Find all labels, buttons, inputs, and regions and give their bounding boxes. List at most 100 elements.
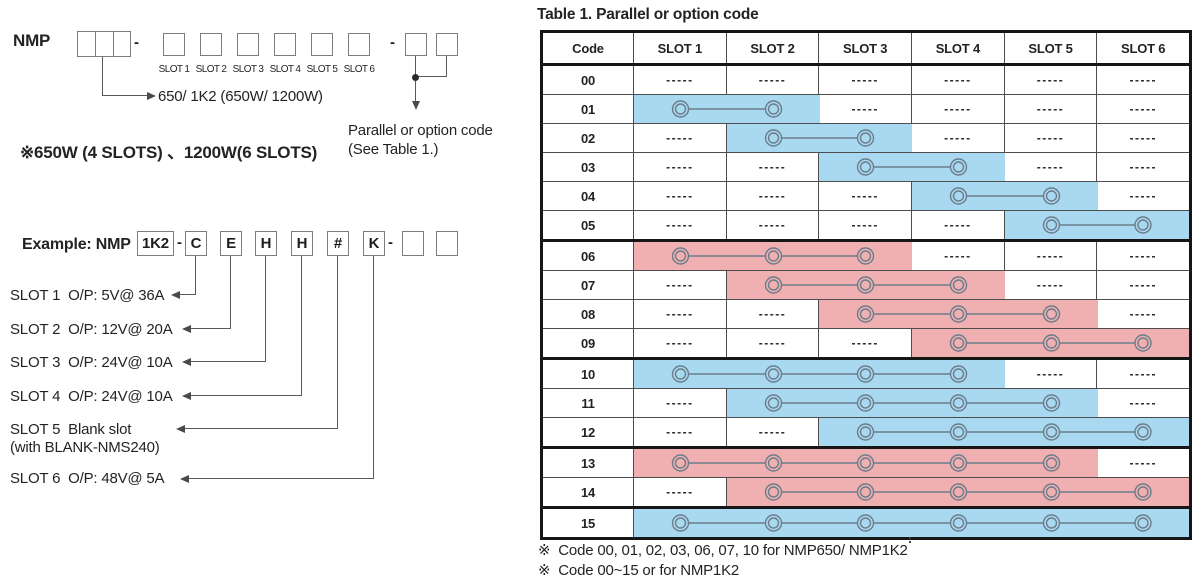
spec-line-1: [180, 294, 196, 295]
parallel-connector-icon: [949, 334, 1152, 352]
slot1-spec: SLOT 1 O/P: 5V@ 36A: [10, 287, 165, 304]
parallel-connector-icon: [856, 305, 1061, 323]
parallel-connector-icon: [671, 247, 875, 265]
example-option-box-2: [436, 231, 458, 256]
slot-cell: -----: [1005, 242, 1098, 270]
arrowhead-left-icon: [176, 425, 185, 433]
header-slot6: SLOT 6: [1121, 40, 1166, 56]
code-cell: 12: [543, 418, 634, 446]
parallel-connector-icon: [949, 187, 1061, 205]
spec-line-4: [191, 395, 302, 396]
spec-line-2: [230, 256, 231, 329]
slot-cell: -----: [634, 329, 727, 357]
slot6-box: [348, 33, 370, 56]
slot-cell: -----: [1005, 124, 1098, 152]
slot3-box: [237, 33, 259, 56]
code-cell: 07: [543, 271, 634, 299]
code-cell: 06: [543, 242, 634, 270]
box-divider: [113, 32, 114, 56]
slot-cell: -----: [727, 211, 820, 239]
slot-cell: -----: [1005, 66, 1098, 94]
table-row: 04--------------------: [543, 182, 1189, 211]
spec-line-5: [185, 428, 338, 429]
example-code-box-5: #: [327, 231, 349, 256]
table-row: 07---------------: [543, 271, 1189, 300]
hyphen: -: [390, 34, 395, 51]
slot-cell: -----: [634, 478, 727, 506]
code-cell: 00: [543, 66, 634, 94]
table-row: 15: [543, 509, 1189, 537]
parallel-span-blue: [634, 509, 1189, 537]
footnote-1: ※ Code 00, 01, 02, 03, 06, 07, 10 for NM…: [538, 542, 908, 559]
slot-cell: -----: [1129, 189, 1157, 203]
parallel-connector-icon: [1042, 216, 1152, 234]
slot-cell: -----: [1129, 249, 1157, 263]
parallel-span-pink: [727, 478, 1189, 506]
slot-tag-1: SLOT 1: [158, 64, 190, 75]
slot2-box: [200, 33, 222, 56]
code-cell: 09: [543, 329, 634, 357]
arrowhead-left-icon: [182, 325, 191, 333]
slot-cell: -----: [1129, 102, 1157, 116]
example-code-box-2: E: [220, 231, 242, 256]
slot-tag-4: SLOT 4: [269, 64, 301, 75]
callout-line: [415, 76, 447, 77]
slot5-spec-line2: (with BLANK-NMS240): [10, 439, 160, 456]
parallel-span-pink: [634, 449, 1098, 477]
slot2-spec: SLOT 2 O/P: 12V@ 20A: [10, 321, 173, 338]
power-note: ※650W (4 SLOTS) 、1200W(6 SLOTS): [20, 143, 318, 162]
footnote-2: ※ Code 00~15 or for NMP1K2: [538, 562, 740, 579]
slot1-box: [163, 33, 185, 56]
slot-cell: -----: [819, 66, 913, 94]
code-cell: 02: [543, 124, 634, 152]
callout-line: [446, 56, 447, 77]
slot-cell: -----: [727, 300, 820, 328]
slot-cell: -----: [1005, 95, 1098, 123]
slot-cell: -----: [1129, 160, 1157, 174]
table-row: 13-----: [543, 449, 1189, 478]
header-slot1: SLOT 1: [634, 33, 727, 63]
parallel-span-pink: [727, 271, 1005, 299]
parallel-connector-icon: [764, 394, 1061, 412]
slot-cell: -----: [1005, 360, 1098, 388]
code-cell: 01: [543, 95, 634, 123]
slot-cell: -----: [727, 182, 820, 210]
parallel-connector-icon: [671, 514, 1152, 532]
code-cell: 14: [543, 478, 634, 506]
slot-cell: -----: [727, 329, 820, 357]
slot5-box: [311, 33, 333, 56]
example-model-box: 1K2: [137, 231, 174, 256]
header-code: Code: [543, 33, 634, 63]
table-header-row: Code SLOT 1 SLOT 2 SLOT 3 SLOT 4 SLOT 5 …: [543, 33, 1189, 66]
slot-cell: -----: [912, 66, 1005, 94]
parallel-span-blue: [727, 124, 912, 152]
slot-cell: -----: [634, 418, 727, 446]
slot-cell: -----: [634, 271, 727, 299]
parallel-connector-icon: [671, 100, 783, 118]
slot-cell: -----: [912, 95, 1005, 123]
option-code-box-2: [436, 33, 458, 56]
box-divider: [95, 32, 96, 56]
slot-cell: -----: [634, 300, 727, 328]
header-slot3: SLOT 3: [819, 33, 913, 63]
parallel-span-pink: [634, 242, 912, 270]
callout-line: [102, 95, 147, 96]
slot-cell: -----: [819, 211, 913, 239]
slot-cell: -----: [1129, 367, 1157, 381]
header-slot4: SLOT 4: [912, 33, 1005, 63]
slot-cell: -----: [819, 329, 913, 357]
code-cell: 11: [543, 389, 634, 417]
code-cell: 05: [543, 211, 634, 239]
code-cell: 03: [543, 153, 634, 181]
arrowhead-right-icon: [147, 92, 156, 100]
table-row: 06---------------: [543, 242, 1189, 271]
table-row: 11----------: [543, 389, 1189, 418]
spec-line-6: [373, 256, 374, 479]
table-row: 00------------------------------: [543, 66, 1189, 95]
spec-line-3: [191, 361, 266, 362]
parallel-note-line1: Parallel or option code: [348, 122, 493, 139]
spec-line-1: [195, 256, 196, 295]
table-row: 05--------------------: [543, 211, 1189, 242]
table-row: 12----------: [543, 418, 1189, 449]
slot4-box: [274, 33, 296, 56]
